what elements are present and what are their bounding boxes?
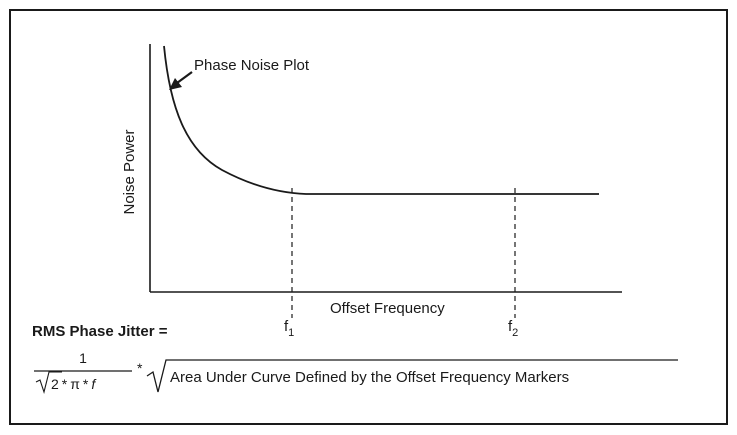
formula-heading: RMS Phase Jitter =	[32, 323, 168, 340]
small-radical	[35, 371, 62, 394]
denominator-text: 2*π*f	[51, 376, 97, 392]
pointer-arrow-shaft	[176, 71, 193, 84]
multiply-symbol: *	[137, 360, 143, 376]
x-axis-label: Offset Frequency	[330, 300, 445, 317]
pointer-arrow-head	[169, 78, 182, 90]
marker-f1-label: f1	[284, 318, 294, 339]
figure-frame	[9, 9, 728, 425]
large-radical	[146, 359, 678, 393]
phase-noise-curve	[163, 45, 599, 195]
sqrt-content: Area Under Curve Defined by the Offset F…	[170, 369, 569, 386]
y-axis-label: Noise Power	[121, 129, 138, 214]
marker-f2-label: f2	[508, 318, 518, 339]
formula-numerator: 1	[79, 350, 87, 366]
curve-label: Phase Noise Plot	[194, 57, 310, 74]
